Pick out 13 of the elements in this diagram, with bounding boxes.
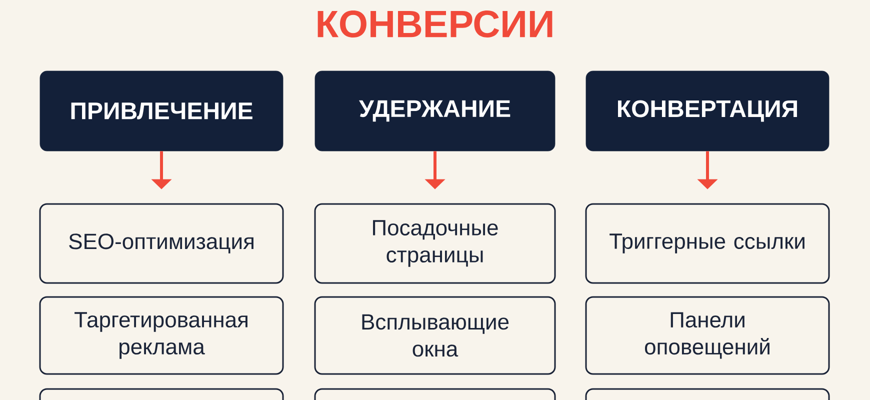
header-box: ПРИВЛЕЧЕНИЕ: [40, 70, 284, 152]
item-box: Всплывающие окна: [314, 296, 556, 375]
item-box: Посадочные страницы: [314, 203, 556, 284]
empty-box: [314, 388, 556, 400]
header-box: УДЕРЖАНИЕ: [314, 70, 556, 152]
header-box: КОНВЕРТАЦИЯ: [586, 70, 830, 152]
item-box: Триггерные ссылки: [585, 203, 830, 284]
item-box: Таргетированная реклама: [39, 296, 284, 375]
item-box: Панели оповещений: [585, 296, 830, 375]
empty-box: [39, 388, 284, 400]
title: КОНВЕРСИИ: [318, 10, 552, 38]
empty-box: [585, 388, 830, 400]
item-box: SEO-оптимизация: [39, 203, 284, 284]
